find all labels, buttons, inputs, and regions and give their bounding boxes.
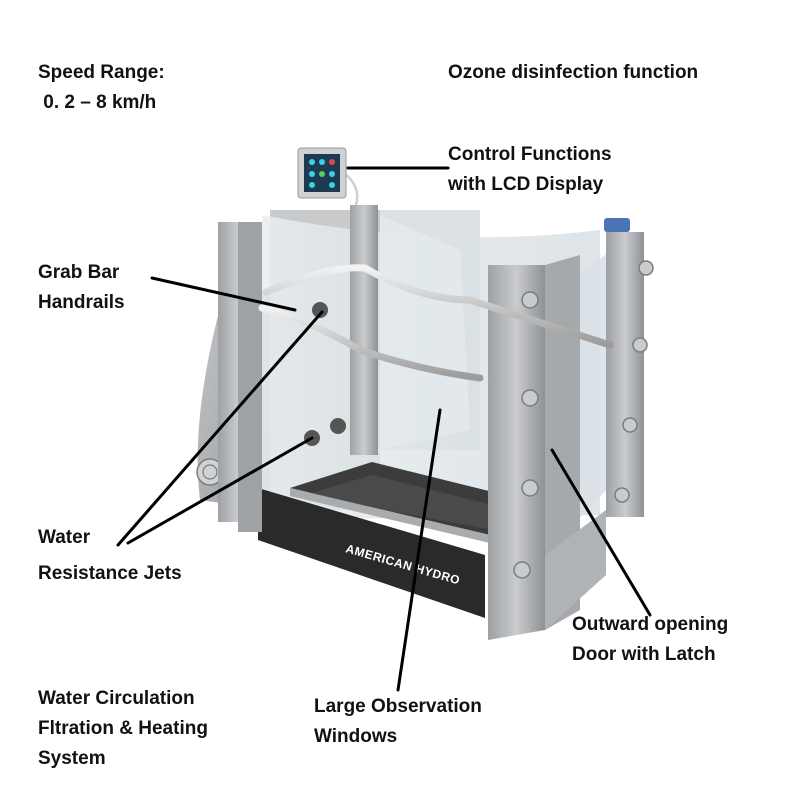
leader-door xyxy=(550,448,652,617)
label-resistance-jets: Water Resistance Jets xyxy=(38,527,182,584)
label-observation-windows: Large Observation Windows xyxy=(314,696,482,747)
left-frame-posts xyxy=(218,205,378,532)
door-bolts xyxy=(513,260,654,579)
label-control-functions: Control Functions with LCD Display xyxy=(448,144,612,195)
grab-bar-handrails xyxy=(258,264,614,382)
latch-icon xyxy=(604,218,630,232)
label-speed-range: Speed Range: 0. 2 – 8 km/h xyxy=(38,62,165,113)
label-ozone: Ozone disinfection function xyxy=(448,62,699,83)
right-frame-post xyxy=(488,232,644,640)
leader-jet-upper xyxy=(116,310,324,547)
leader-grab-bar xyxy=(150,276,297,312)
control-panel xyxy=(297,147,359,206)
label-water-circulation: Water Circulation Fltration & Heating Sy… xyxy=(38,688,208,769)
label-door-latch: Outward opening Door with Latch xyxy=(572,614,729,665)
leader-lines xyxy=(116,166,652,692)
treadmill-belt xyxy=(290,462,545,556)
label-grab-bar: Grab Bar Handrails xyxy=(38,262,125,313)
leader-windows xyxy=(396,408,442,692)
leader-jet-lower xyxy=(126,436,314,545)
